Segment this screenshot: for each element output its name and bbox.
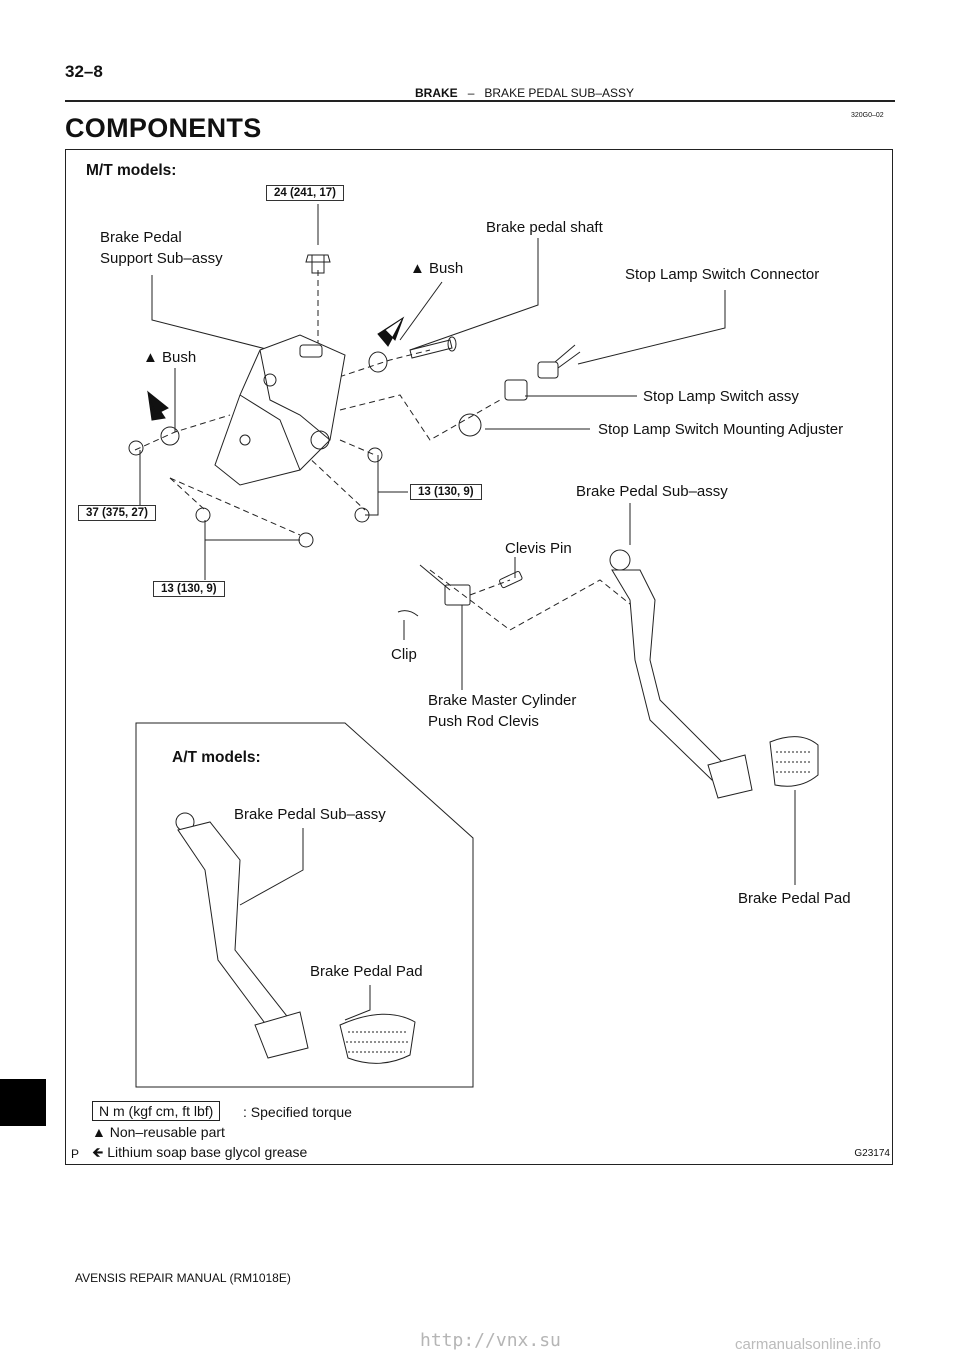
stop-lamp-switch-part (504, 379, 528, 401)
brake-pedal-shaft-part (409, 336, 457, 359)
leader-support (151, 275, 271, 351)
torque-spec-24: 24 (241, 17) (266, 185, 345, 201)
pedal-mt-part (609, 549, 753, 799)
stop-lamp-connector-part (537, 361, 559, 379)
document-code: 320G0–02 (851, 112, 884, 119)
pedal-at-part (175, 812, 309, 1059)
bush-upper-text: Bush (429, 260, 464, 277)
leader-pad-at (344, 985, 371, 1021)
label-push-rod-line2: Push Rod Clevis (428, 713, 539, 730)
label-push-rod-line1: Brake Master Cylinder (428, 692, 577, 709)
leader-torque-13a (377, 455, 408, 493)
page-number: 32–8 (65, 62, 103, 81)
legend-torque-unit: N m (kgf cm, ft lbf) (92, 1101, 221, 1121)
pedal-pad-at-part (339, 1013, 416, 1064)
bush-upper-part (368, 351, 388, 373)
clevis-pin-part (499, 570, 523, 589)
legend-non-reusable-text: Non–reusable part (109, 1124, 225, 1140)
figure-frame (65, 149, 893, 1165)
torque-spec-37: 37 (375, 27) (78, 505, 157, 521)
watermark-link[interactable]: http://vnx.su (420, 1330, 561, 1351)
label-support-line2: Support Sub–assy (100, 250, 223, 267)
leader-bush-upper (399, 281, 443, 341)
label-pedal-sub-assy-at: Brake Pedal Sub–assy (234, 806, 386, 823)
label-brake-pedal-shaft: Brake pedal shaft (486, 219, 603, 236)
leader-shaft (409, 238, 539, 351)
figure-id: G23174 (854, 1148, 890, 1159)
nuts (128, 440, 383, 548)
bush-left-part (160, 426, 180, 446)
watermark-site: carmanualsonline.info (735, 1336, 881, 1353)
grease-arrow-upper (377, 316, 405, 347)
legend-torque-desc: : Specified torque (243, 1104, 352, 1120)
mt-heading: M/T models: (86, 162, 177, 179)
label-pedal-pad-at: Brake Pedal Pad (310, 963, 423, 980)
legend-non-reusable: ▲ Non–reusable part (92, 1124, 225, 1140)
legend-grease-text: Lithium soap base glycol grease (107, 1144, 308, 1160)
label-stop-lamp-switch: Stop Lamp Switch assy (643, 388, 799, 405)
non-reusable-icon: ▲ (92, 1124, 106, 1140)
leader-pedal-at (239, 828, 304, 906)
p-mark: P (71, 1147, 80, 1161)
header-rule (65, 100, 895, 102)
label-bush-left: ▲ Bush (143, 349, 196, 366)
clevis-part (419, 564, 471, 606)
pedal-support-bracket (214, 334, 346, 486)
legend-grease: 🡸 Lithium soap base glycol grease (92, 1142, 307, 1166)
at-inset-frame (135, 722, 474, 1088)
label-clip: Clip (391, 646, 417, 663)
leader-torque-13a-b (365, 492, 379, 516)
footer-manual-title: AVENSIS REPAIR MANUAL (RM1018E) (75, 1271, 291, 1285)
at-heading: A/T models: (172, 749, 261, 766)
clip-part (397, 610, 419, 617)
torque-spec-13b: 13 (130, 9) (153, 581, 225, 597)
label-bush-upper: ▲ Bush (410, 260, 463, 277)
grease-arrow-icon: 🡸 (92, 1144, 104, 1160)
section-tab (0, 1079, 46, 1126)
header-section: BRAKE (415, 86, 458, 100)
label-stop-lamp-adjuster: Stop Lamp Switch Mounting Adjuster (598, 421, 844, 438)
header-subsection: BRAKE PEDAL SUB–ASSY (484, 86, 635, 100)
bush-left-text: Bush (162, 349, 197, 366)
header-title: BRAKE – BRAKE PEDAL SUB–ASSY (415, 86, 634, 100)
leader-connector (577, 290, 726, 365)
non-reusable-icon: ▲ (143, 349, 158, 366)
label-pedal-pad-mt: Brake Pedal Pad (738, 890, 851, 907)
stop-lamp-adjuster-part (458, 413, 482, 437)
grease-arrow-left (146, 390, 169, 421)
header-separator: – (467, 86, 475, 100)
pedal-pad-mt-part (769, 736, 819, 787)
label-stop-lamp-connector: Stop Lamp Switch Connector (625, 266, 820, 283)
label-clevis-pin: Clevis Pin (505, 540, 572, 557)
non-reusable-icon: ▲ (410, 260, 425, 277)
label-support-line1: Brake Pedal (100, 229, 182, 246)
label-pedal-sub-assy-mt: Brake Pedal Sub–assy (576, 483, 728, 500)
page-title: COMPONENTS (65, 113, 262, 143)
torque-spec-13a: 13 (130, 9) (410, 484, 482, 500)
bolt-top (305, 254, 331, 274)
